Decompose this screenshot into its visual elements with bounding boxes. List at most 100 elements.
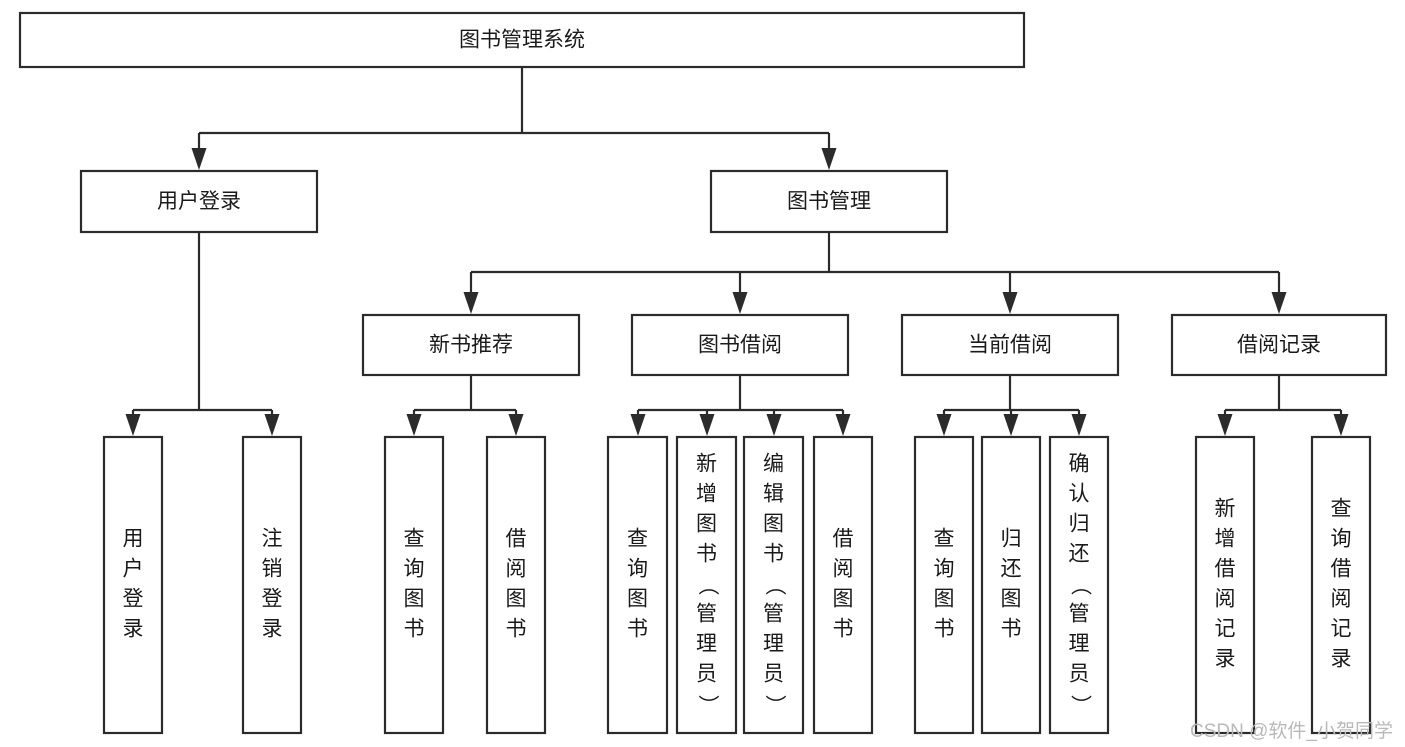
node-label-char: 阅	[833, 558, 854, 581]
node-box	[241, 435, 303, 735]
node-label-char: 询	[1331, 528, 1352, 551]
node-leaf-user-login[interactable]: 用户登录	[102, 435, 164, 735]
node-borrow-record[interactable]: 借阅记录	[1170, 313, 1388, 377]
connector-arrowhead	[766, 414, 782, 436]
node-label-char: 查	[627, 528, 648, 551]
node-label-char: 借	[833, 528, 854, 551]
connector-arrowhead	[406, 414, 422, 436]
node-label: 图书管理	[787, 190, 871, 213]
node-box	[79, 169, 319, 234]
node-label-char: 员	[696, 663, 717, 686]
nodes-layer: 图书管理系统用户登录图书管理新书推荐图书借阅当前借阅借阅记录用户登录注销登录查询…	[18, 11, 1388, 735]
node-label-char: 录	[1331, 648, 1352, 671]
node-label-char: ）	[1068, 695, 1091, 716]
node-label-char: 录	[262, 618, 283, 641]
node-box	[1194, 435, 1256, 735]
node-label-char: 用	[123, 528, 144, 551]
node-label-char: （	[1068, 575, 1091, 596]
node-label-char: 图	[506, 588, 527, 611]
node-box	[812, 435, 874, 735]
node-label: 图书借阅	[698, 334, 782, 357]
node-label: 用户登录	[157, 190, 241, 213]
connector-arrowhead	[835, 414, 851, 436]
node-box	[102, 435, 164, 735]
node-label: 借阅记录	[1237, 334, 1321, 357]
node-box	[980, 435, 1042, 735]
node-book-manage[interactable]: 图书管理	[709, 169, 949, 234]
node-label-char: 书	[934, 618, 955, 641]
node-box	[1048, 435, 1110, 735]
node-root[interactable]: 图书管理系统	[18, 11, 1026, 69]
node-box	[18, 11, 1026, 69]
node-label-char: 还	[1069, 543, 1090, 566]
node-label-char: ）	[763, 695, 786, 716]
connector-arrowhead	[1271, 292, 1287, 314]
node-label-char: 理	[696, 633, 717, 656]
node-label-char: 图	[404, 588, 425, 611]
node-label-char: 归	[1069, 513, 1090, 536]
connector-arrowhead	[1333, 414, 1349, 436]
node-label-char: 借	[506, 528, 527, 551]
connector-arrowhead	[191, 148, 207, 170]
node-label-char: 增	[696, 483, 717, 506]
node-current-borrow[interactable]: 当前借阅	[900, 313, 1120, 377]
node-label-char: 登	[262, 588, 283, 611]
node-label-char: 员	[1069, 663, 1090, 686]
node-label-char: 图	[934, 588, 955, 611]
node-label-char: 书	[696, 543, 717, 566]
node-label-char: 记	[1215, 618, 1236, 641]
node-new-book-recommend[interactable]: 新书推荐	[361, 313, 581, 377]
node-box	[1310, 435, 1372, 735]
node-box	[606, 435, 669, 735]
node-label-char: 户	[123, 558, 144, 581]
connector-arrowhead	[936, 414, 952, 436]
node-label-char: 查	[404, 528, 425, 551]
node-label-char: 新	[696, 453, 717, 476]
node-label-char: 编	[763, 453, 784, 476]
node-label-char: 图	[763, 513, 784, 536]
connector-arrowhead	[1071, 414, 1087, 436]
node-book-borrow[interactable]: 图书借阅	[630, 313, 850, 377]
node-box	[630, 313, 850, 377]
node-label-char: 增	[1215, 528, 1236, 551]
connector-arrowhead	[463, 292, 479, 314]
node-label-char: 阅	[1331, 588, 1352, 611]
node-label-char: 管	[696, 603, 717, 626]
node-label-char: 询	[934, 558, 955, 581]
node-label-char: 确	[1069, 453, 1090, 476]
node-label-char: 书	[506, 618, 527, 641]
node-box	[709, 169, 949, 234]
node-label-char: 登	[123, 588, 144, 611]
node-box	[1170, 313, 1388, 377]
node-box	[900, 313, 1120, 377]
node-label-char: 书	[404, 618, 425, 641]
node-box	[742, 435, 805, 735]
node-box	[913, 435, 975, 735]
connector-arrowhead	[630, 414, 646, 436]
node-label-char: 图	[696, 513, 717, 536]
node-label-char: 图	[1001, 588, 1022, 611]
connector-arrowhead	[1003, 414, 1019, 436]
node-label-char: 图	[627, 588, 648, 611]
node-label-char: 辑	[763, 483, 784, 506]
node-user-login[interactable]: 用户登录	[79, 169, 319, 234]
node-box	[361, 313, 581, 377]
node-label-char: 录	[123, 618, 144, 641]
node-label-char: 书	[627, 618, 648, 641]
connector-arrowhead	[699, 414, 715, 436]
connector-arrowhead	[125, 414, 141, 436]
node-label-char: 认	[1069, 483, 1090, 506]
node-label-char: （	[763, 575, 786, 596]
